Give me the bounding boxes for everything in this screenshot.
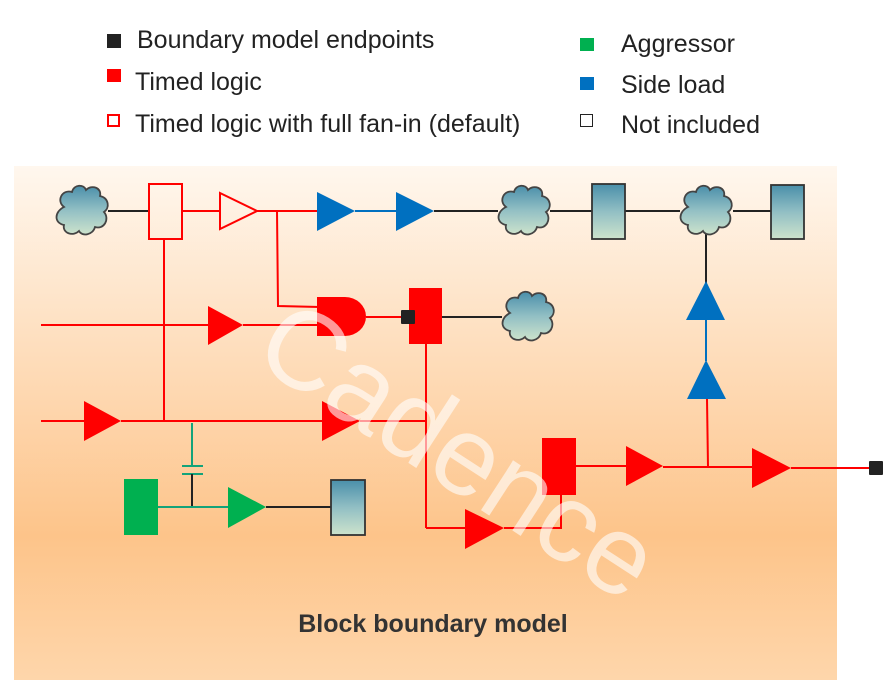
legend-swatch-aggressor [580, 38, 594, 51]
buffer-timed [752, 448, 791, 488]
buffer-aggressor [228, 487, 266, 528]
buffer-timed [465, 509, 504, 549]
cloud-icon [501, 290, 555, 342]
wire-timed [706, 398, 709, 468]
buffer-timed [208, 306, 243, 345]
register-full-fanin [148, 183, 183, 240]
legend-label: Aggressor [621, 30, 735, 58]
register-timed [542, 438, 576, 495]
buffer-side-load [396, 192, 434, 231]
legend-swatch-timed-logic [107, 69, 121, 82]
buffer-timed [626, 446, 663, 486]
register-not-included [330, 479, 366, 536]
wire-timed [504, 495, 562, 529]
legend-swatch-boundary-endpoints [107, 33, 121, 48]
wire-timed [276, 210, 321, 308]
legend-label: Not included [621, 111, 760, 139]
buffer-timed [322, 401, 360, 441]
boundary-endpoint [401, 310, 415, 324]
legend-label: Timed logic [135, 68, 262, 96]
legend-item-timed-full-fanin: Timed logic with full fan-in (default) [107, 110, 520, 139]
legend-swatch-timed-full-fanin [107, 114, 120, 127]
legend-swatch-not-included [580, 114, 593, 127]
buffer-timed [84, 401, 121, 441]
register-aggressor [124, 479, 158, 535]
legend-label: Timed logic with full fan-in (default) [135, 110, 521, 138]
cloud-icon [55, 184, 109, 236]
buffer-side-load [686, 281, 725, 320]
register-not-included [591, 183, 626, 240]
boundary-endpoint [869, 461, 883, 475]
legend-swatch-side-load [580, 77, 594, 90]
legend-label: Boundary model endpoints [137, 26, 435, 54]
buffer-side-load [687, 360, 726, 399]
legend-item-aggressor: Aggressor [580, 30, 735, 59]
legend-item-boundary-endpoints: Boundary model endpoints [107, 26, 434, 55]
and-gate-timed [317, 297, 366, 336]
register-not-included [770, 184, 805, 240]
buffer-side-load [317, 192, 355, 231]
legend-item-timed-logic: Timed logic [107, 68, 262, 97]
buffer-full-fanin [219, 191, 260, 231]
cloud-icon [679, 184, 733, 236]
cloud-icon [497, 184, 551, 236]
legend-item-side-load: Side load [580, 71, 725, 100]
block-title: Block boundary model [298, 610, 567, 638]
legend-label: Side load [621, 71, 726, 99]
legend-item-not-included: Not included [580, 111, 760, 140]
